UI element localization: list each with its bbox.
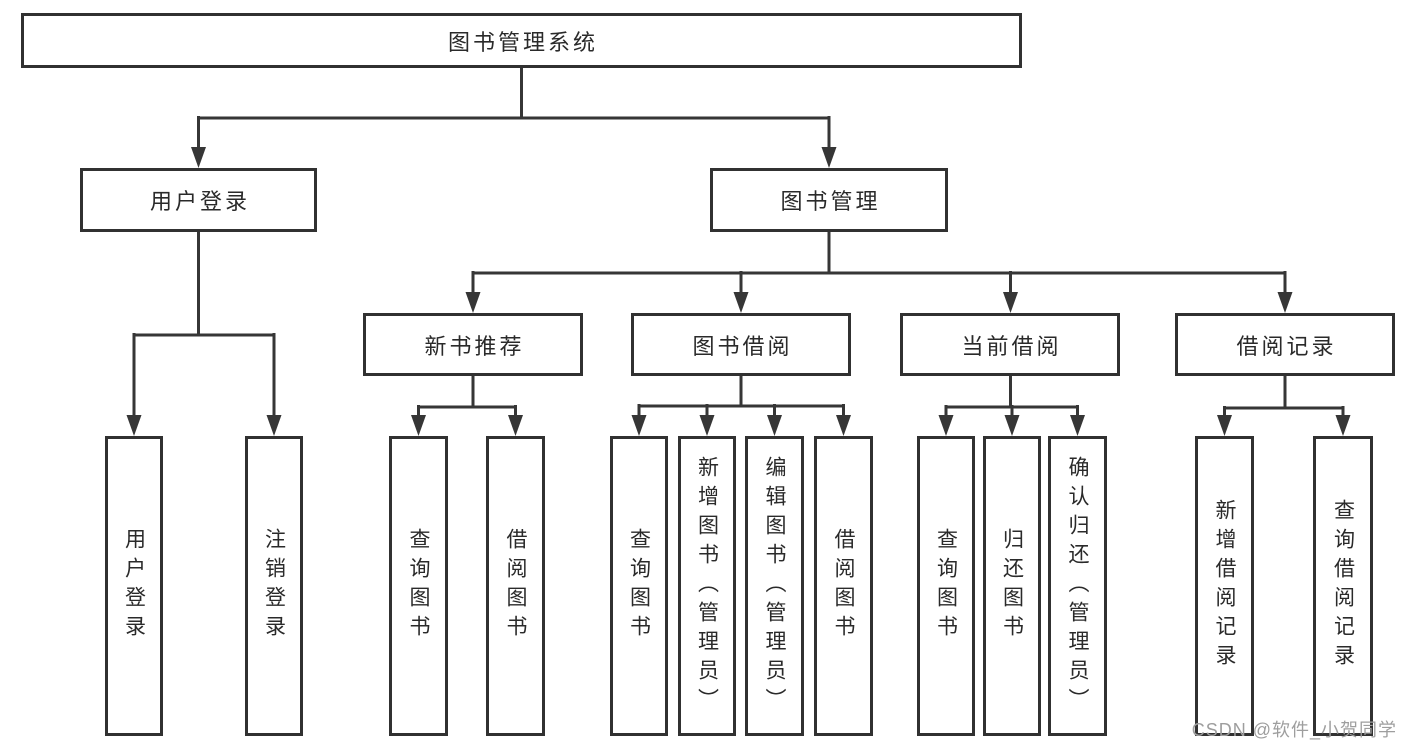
leaf-borrow-add-admin: 新增图书（管理员）: [678, 436, 736, 736]
leaf-record-add: 新增借阅记录: [1195, 436, 1254, 736]
leaf-newbook-borrow: 借阅图书: [486, 436, 545, 736]
node-book-borrow: 图书借阅: [631, 313, 851, 376]
node-user-login-branch: 用户登录: [80, 168, 317, 232]
leaf-current-query: 查询图书: [917, 436, 975, 736]
csdn-watermark: CSDN @软件_小贺同学: [1191, 720, 1397, 740]
leaf-current-return: 归还图书: [983, 436, 1041, 736]
leaf-logout: 注销登录: [245, 436, 303, 736]
leaf-borrow-edit-admin: 编辑图书（管理员）: [745, 436, 804, 736]
node-current-borrow: 当前借阅: [900, 313, 1120, 376]
leaf-current-confirm-admin: 确认归还（管理员）: [1048, 436, 1107, 736]
node-borrow-record: 借阅记录: [1175, 313, 1395, 376]
node-root-system: 图书管理系统: [21, 13, 1022, 68]
leaf-borrow-book: 借阅图书: [814, 436, 873, 736]
leaf-record-query: 查询借阅记录: [1313, 436, 1373, 736]
node-new-book-recommend: 新书推荐: [363, 313, 583, 376]
node-book-management: 图书管理: [710, 168, 948, 232]
leaf-newbook-query: 查询图书: [389, 436, 448, 736]
leaf-user-login: 用户登录: [105, 436, 163, 736]
leaf-borrow-query: 查询图书: [610, 436, 668, 736]
arrowheads: [126, 147, 1351, 436]
